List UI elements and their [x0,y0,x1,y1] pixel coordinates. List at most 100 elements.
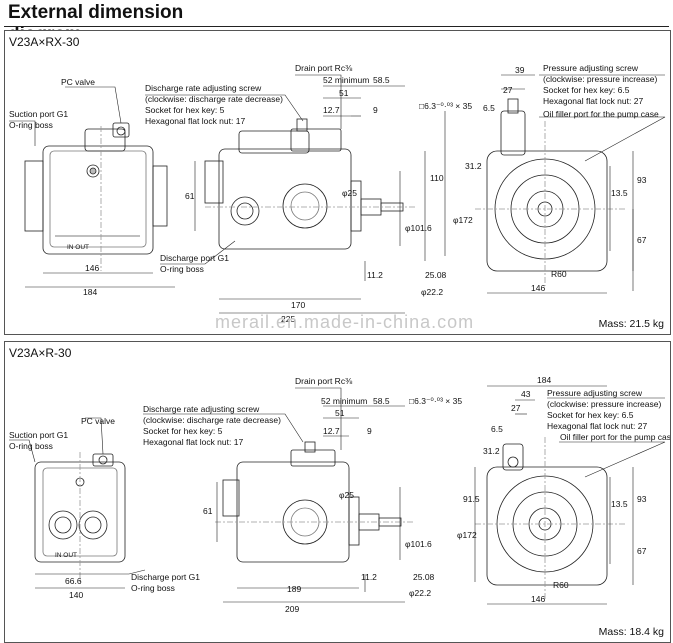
dim-43: 43 [521,389,531,399]
discharge-oring-label: O-ring boss [131,583,175,593]
dim-25: φ25 [339,490,354,500]
dim-12-7: 12.7 [323,105,340,115]
watermark: merail.en.made-in-china.com [215,312,475,332]
socket-hex-key-label: Socket for hex key: 5 [143,426,223,436]
pc-valve-label: PC valve [81,416,115,426]
diagram-panel-rx30: V23A×RX-30 [4,30,671,335]
dim-172: φ172 [457,530,477,540]
model-label: V23A×R-30 [9,346,72,360]
dim-27: 27 [511,403,521,413]
mass-label: Mass: 21.5 kg [598,318,664,330]
dim-140: 140 [69,590,83,600]
socket-hex-key-label: Socket for hex key: 5 [145,105,225,115]
dim-146-right: 146 [531,594,545,604]
dim-51: 51 [339,88,349,98]
discharge-oring-label: O-ring boss [160,264,204,274]
dim-13-5: 13.5 [611,499,628,509]
pressure-screw-dir-label: (clockwise: pressure increase) [543,74,657,84]
side-view-body [204,118,415,250]
dim-22-2: φ22.2 [421,287,443,297]
suction-port-label: Suction port G1 [9,430,68,440]
dim-66-6: 66.6 [65,576,82,586]
dim-52: 52 minimum [321,396,367,406]
pressure-screw-label: Pressure adjusting screw [547,388,643,398]
pressure-nut-label: Hexagonal flat lock nut: 27 [547,421,647,431]
page-title: External dimension diagram [8,2,184,45]
pressure-screw-dir-label: (clockwise: pressure increase) [547,399,661,409]
drain-port-label: Drain port Rc⅜ [295,376,353,386]
drawing-r30: PC valve Suction port G1 O-ring boss Dis… [9,375,670,614]
hex-nut-label: Hexagonal flat lock nut: 17 [145,116,245,126]
dim-61: 61 [203,506,213,516]
dim-93: 93 [637,175,647,185]
dim-184: 184 [83,287,97,297]
dim-61: 61 [185,191,195,201]
dim-58-5: 58.5 [373,75,390,85]
dim-25-08: 25.08 [413,572,435,582]
dim-184-top: 184 [537,375,551,385]
dim-91-5: 91.5 [463,494,480,504]
oil-filler-label: Oil filler port for the pump case [560,432,670,442]
dim-r60: R60 [553,580,569,590]
dim-25-08: 25.08 [425,270,447,280]
front-view-body [475,98,625,286]
discharge-screw-dir-label: (clockwise: discharge rate decrease) [143,415,281,425]
hex-nut-label: Hexagonal flat lock nut: 17 [143,437,243,447]
model-label: V23A×RX-30 [9,35,80,49]
dim-93: 93 [637,494,647,504]
dim-101-6: φ101.6 [405,539,432,549]
pressure-nut-label: Hexagonal flat lock nut: 27 [543,96,643,106]
dim-22-2: φ22.2 [409,588,431,598]
dim-9: 9 [373,105,378,115]
dim-r60: R60 [551,269,567,279]
discharge-screw-dir-label: (clockwise: discharge rate decrease) [145,94,283,104]
dim-209: 209 [285,604,299,614]
dim-146-left: 146 [85,263,99,273]
dim-6-3: □6.3⁻⁰·⁰³ × 35 [419,101,472,111]
pressure-socket-label: Socket for hex key: 6.5 [543,85,630,95]
dim-6-5: 6.5 [491,424,503,434]
dim-27: 27 [503,85,513,95]
dim-31-2: 31.2 [465,161,482,171]
dim-9: 9 [367,426,372,436]
suction-port-label: Suction port G1 [9,109,68,119]
oil-filler-label: Oil filler port for the pump case [543,109,659,119]
dim-172: φ172 [453,215,473,225]
dim-146-right: 146 [531,283,545,293]
dim-39: 39 [515,65,525,75]
pressure-socket-label: Socket for hex key: 6.5 [547,410,634,420]
dim-51: 51 [335,408,345,418]
dim-101-6: φ101.6 [405,223,432,233]
discharge-screw-label: Discharge rate adjusting screw [145,83,262,93]
dim-170: 170 [291,300,305,310]
pressure-screw-label: Pressure adjusting screw [543,63,639,73]
dim-58-5: 58.5 [373,396,390,406]
dim-31-2: 31.2 [483,446,500,456]
pc-valve-label: PC valve [61,77,95,87]
left-view-body [24,122,168,271]
in-out-label: IN OUT [67,244,89,251]
dim-225: 225 [281,314,295,324]
dim-11-2: 11.2 [367,270,383,280]
oring-boss-label: O-ring boss [9,441,53,451]
diagram-panel-r30: V23A×R-30 [4,341,671,643]
dim-52: 52 minimum [323,75,369,85]
in-out-label: IN OUT [55,552,77,559]
dim-67: 67 [637,546,647,556]
drain-port-label: Drain port Rc⅜ [295,63,353,73]
title-rule [4,26,669,27]
dim-67: 67 [637,235,647,245]
dim-6-3: □6.3⁻⁰·⁰³ × 35 [409,396,462,406]
mass-label: Mass: 18.4 kg [598,626,664,638]
dim-6-5: 6.5 [483,103,495,113]
dim-110: 110 [430,173,444,183]
dim-13-5: 13.5 [611,188,628,198]
discharge-port-label: Discharge port G1 [160,253,229,263]
dim-11-2: 11.2 [361,572,377,582]
oring-boss-label: O-ring boss [9,120,53,130]
dim-25: φ25 [342,188,357,198]
discharge-screw-label: Discharge rate adjusting screw [143,404,260,414]
dim-189: 189 [287,584,301,594]
dim-12-7: 12.7 [323,426,340,436]
discharge-port-label: Discharge port G1 [131,572,200,582]
